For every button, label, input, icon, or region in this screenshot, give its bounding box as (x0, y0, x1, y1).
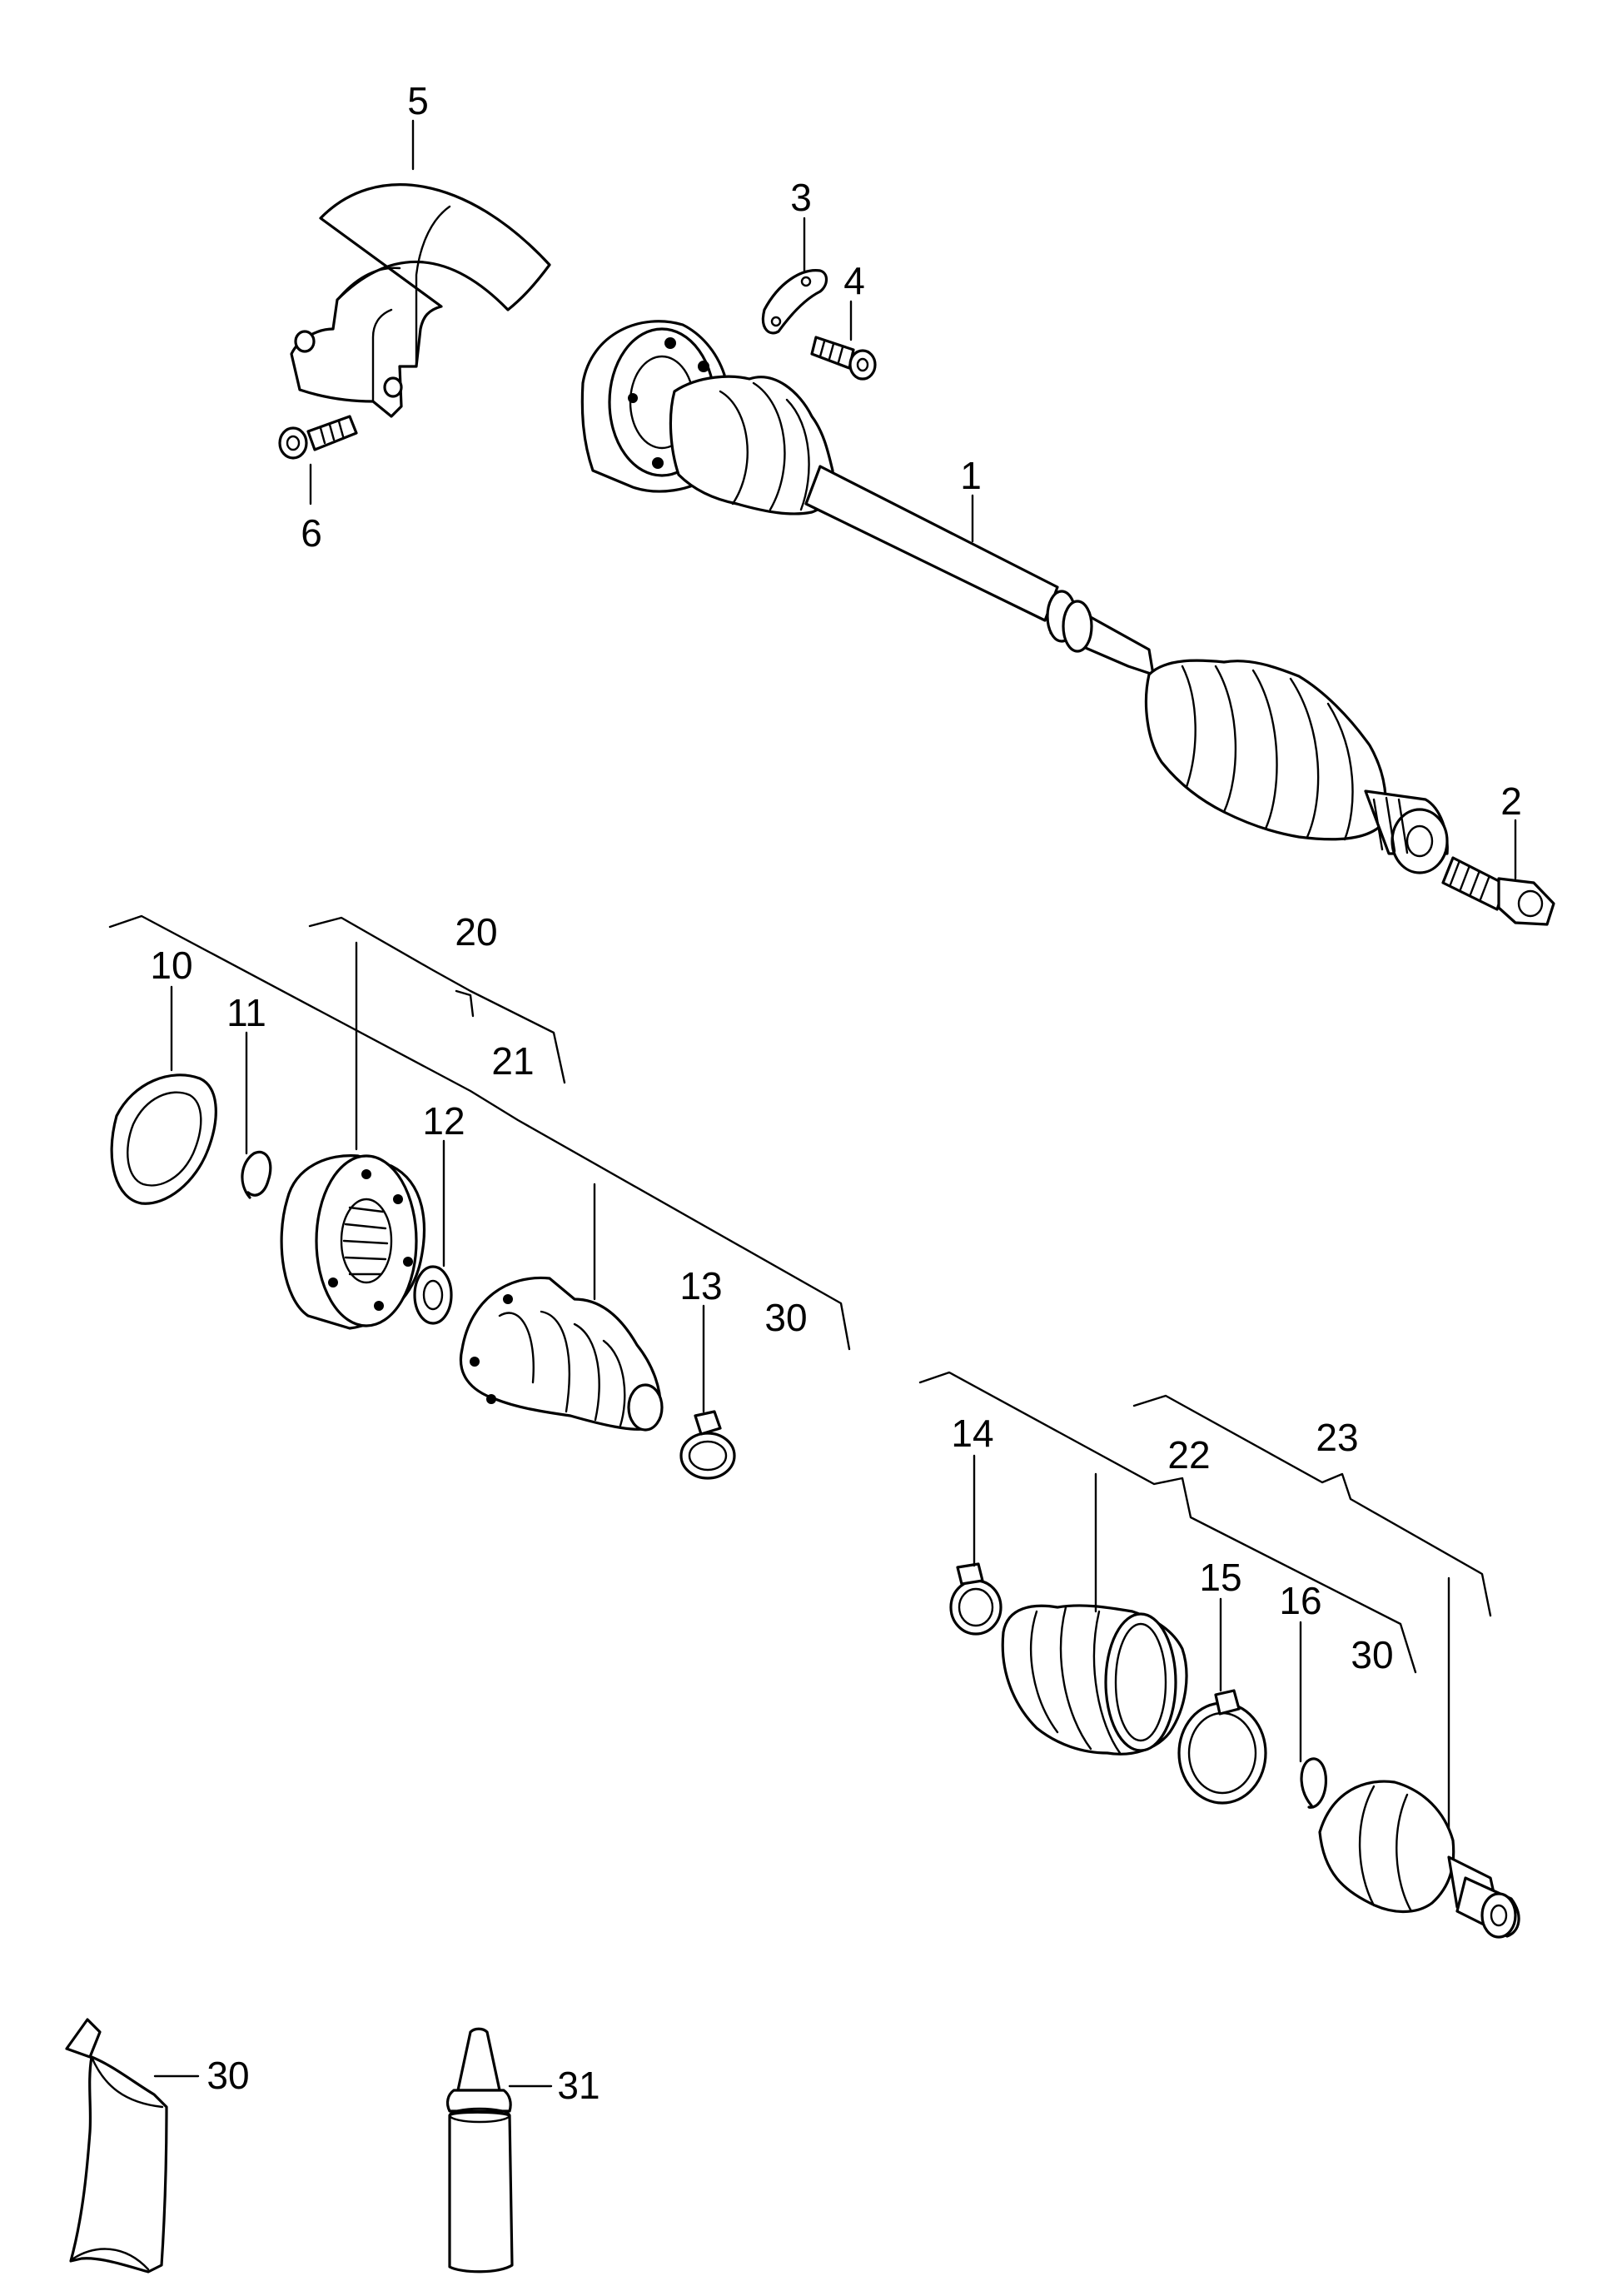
circlip-part-11 (241, 1150, 272, 1199)
circlip-part-16 (1300, 1757, 1328, 1809)
callout-12: 12 (422, 1099, 465, 1143)
bolt-part-2 (1441, 856, 1555, 926)
callout-13: 13 (679, 1264, 722, 1307)
callout-22: 22 (1167, 1433, 1210, 1477)
callout-15: 15 (1199, 1556, 1241, 1599)
heat-shield-part-5 (290, 183, 551, 418)
locking-plate-part-3 (761, 269, 828, 335)
callout-21: 21 (491, 1039, 534, 1083)
callout-11: 11 (226, 991, 266, 1034)
callout-20: 20 (455, 910, 497, 954)
callout-1: 1 (960, 454, 982, 497)
inner-cv-joint-part-20 (280, 1154, 425, 1330)
drive-shaft-part-1 (580, 320, 1449, 874)
grease-tube-part-30 (65, 2018, 168, 2274)
callout-31: 31 (557, 2064, 600, 2107)
callout-16: 16 (1279, 1579, 1321, 1622)
callout-30-bottom: 30 (206, 2054, 249, 2097)
outer-cv-joint-part-23 (1318, 1780, 1520, 1939)
outer-boot-part-22 (1001, 1604, 1188, 1756)
callout-3: 3 (790, 176, 812, 219)
clamp-part-15 (1177, 1689, 1267, 1805)
callout-6: 6 (301, 511, 322, 555)
clamp-part-14 (949, 1562, 1003, 1636)
callout-2: 2 (1500, 779, 1522, 823)
callout-30-middle-left: 30 (764, 1296, 807, 1339)
screw-part-6 (278, 415, 358, 460)
callout-30-middle-right: 30 (1351, 1633, 1393, 1676)
callout-14: 14 (951, 1412, 993, 1455)
gasket-part-10 (110, 1073, 217, 1205)
washer-part-12 (413, 1265, 453, 1325)
callout-4: 4 (843, 259, 865, 302)
screw-part-4 (810, 336, 877, 381)
clamp-part-13 (679, 1410, 736, 1480)
inner-boot-part-21 (459, 1276, 664, 1432)
callout-5: 5 (407, 79, 429, 122)
leader-lines (108, 119, 1517, 2088)
callout-10: 10 (150, 944, 192, 987)
callout-labels: 5 6 3 4 1 2 10 11 12 13 20 21 30 14 15 1… (150, 79, 1521, 2107)
callout-23: 23 (1316, 1416, 1358, 1459)
sealant-bottle-part-31 (445, 2027, 514, 2274)
